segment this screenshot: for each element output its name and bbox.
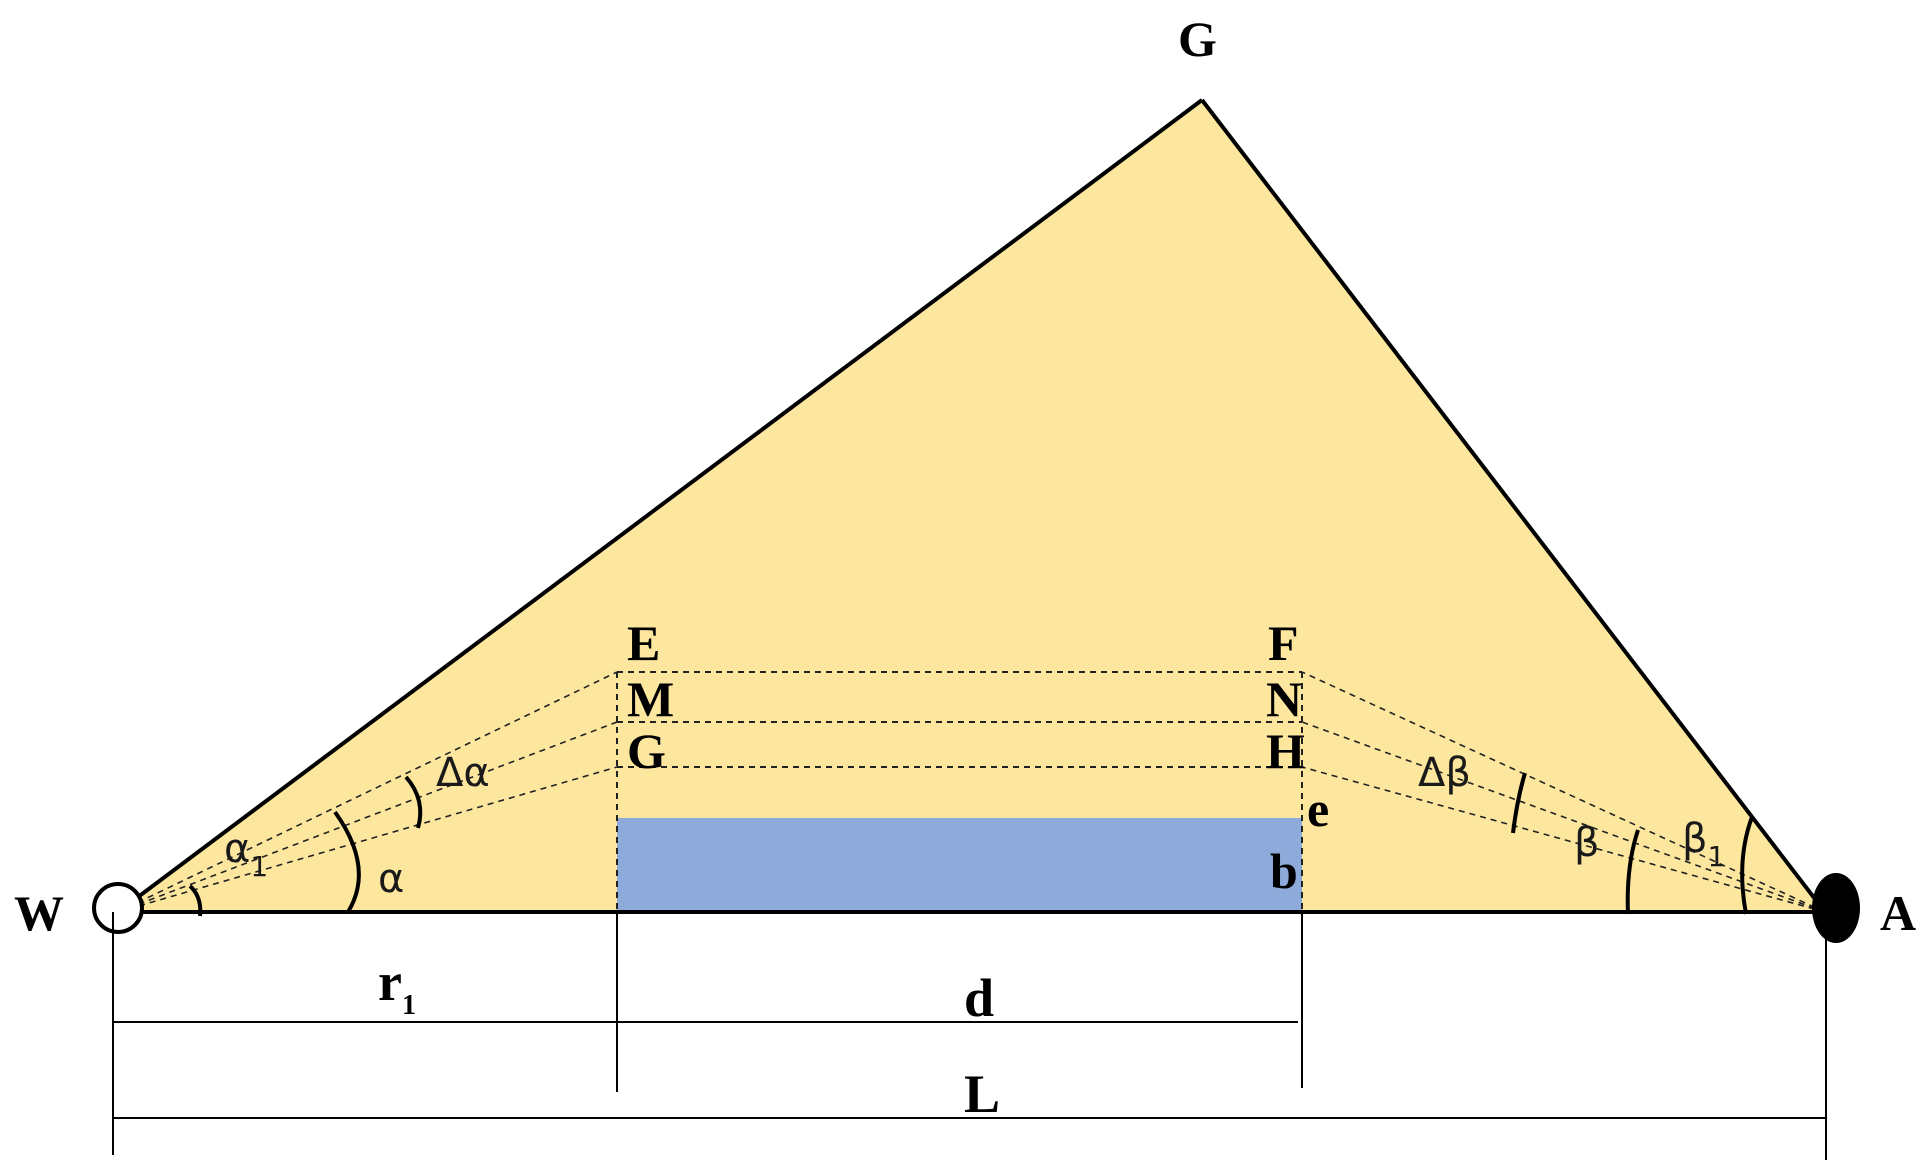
label-beta: β (1574, 820, 1600, 866)
ray-w-g (117, 766, 618, 913)
label-e-lower: e (1307, 781, 1329, 837)
main-triangle (118, 100, 1825, 912)
receiver-point-a (1812, 873, 1860, 943)
ray-a-h (1301, 766, 1826, 913)
label-n: N (1266, 671, 1302, 727)
edge-w-g (116, 98, 1204, 914)
ray-a-f (1301, 671, 1826, 913)
arc-delta-alpha (404, 775, 423, 829)
label-f: F (1268, 615, 1299, 671)
edge-g-a (1200, 98, 1827, 914)
ray-w-m (117, 721, 618, 913)
label-delta-alpha: Δα (436, 750, 490, 796)
label-w: W (14, 885, 64, 941)
label-delta-beta: Δβ (1418, 750, 1471, 796)
label-l: L (964, 1064, 1000, 1124)
arc-delta-beta (1511, 772, 1527, 834)
label-h: H (1266, 723, 1305, 779)
label-b: b (1270, 843, 1298, 899)
label-beta1: β1 (1682, 816, 1725, 873)
label-g-inner: G (627, 723, 666, 779)
label-r1: r1 (378, 952, 416, 1021)
label-e: E (627, 615, 660, 671)
ray-w-e (117, 671, 618, 913)
arc-beta (1625, 829, 1640, 915)
label-m: M (627, 671, 674, 727)
label-alpha1: α1 (224, 826, 268, 883)
label-d: d (964, 968, 994, 1028)
arc-alpha1 (188, 884, 203, 917)
ray-a-n (1301, 721, 1826, 913)
label-alpha: α (378, 856, 404, 902)
arc-alpha (333, 810, 361, 914)
arc-beta1 (1740, 816, 1754, 915)
label-a: A (1880, 885, 1916, 941)
label-apex-g: G (1178, 11, 1217, 67)
source-point-w (92, 882, 144, 934)
body-rectangle (617, 818, 1302, 912)
